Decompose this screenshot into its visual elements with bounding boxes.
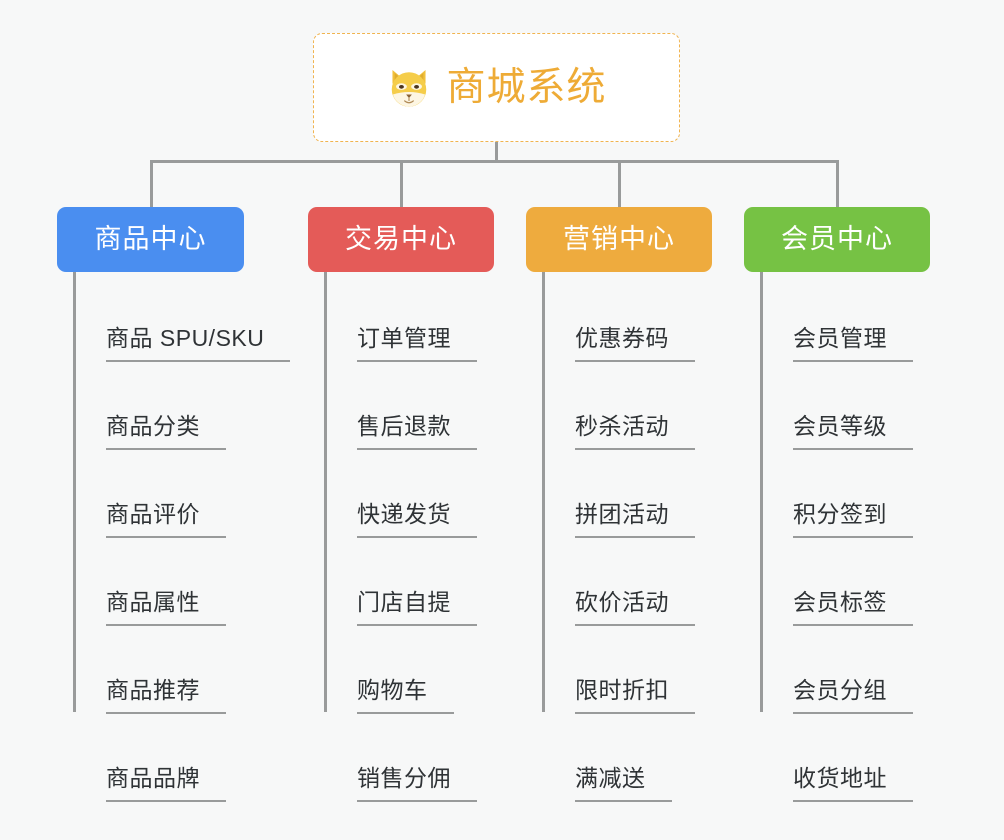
category-header-4[interactable]: 会员中心: [744, 207, 930, 272]
leaf-item-label: 会员标签: [793, 591, 913, 626]
root-node-shop-system[interactable]: 商城系统: [313, 33, 680, 142]
leaf-item-label: 商品分类: [106, 415, 226, 450]
leaf-item[interactable]: 砍价活动: [542, 536, 695, 626]
category-header-1[interactable]: 商品中心: [57, 207, 244, 272]
leaf-item[interactable]: 售后退款: [324, 360, 477, 450]
leaf-item-label: 快递发货: [357, 503, 477, 538]
leaf-item[interactable]: 商品推荐: [73, 624, 226, 714]
leaf-item[interactable]: 秒杀活动: [542, 360, 695, 450]
root-node-label: 商城系统: [446, 66, 607, 109]
leaf-item-label: 销售分佣: [357, 767, 477, 802]
leaf-item[interactable]: 积分签到: [760, 448, 913, 538]
connector-drop-2: [400, 160, 403, 207]
leaf-item[interactable]: 满减送: [542, 712, 672, 802]
category-header-2-label: 交易中心: [345, 224, 457, 254]
shiba-dog-face-icon: [392, 69, 427, 107]
leaf-item-label: 商品 SPU/SKU: [106, 327, 291, 362]
leaf-item-label: 商品品牌: [106, 767, 226, 802]
category-header-4-label: 会员中心: [781, 224, 893, 254]
leaf-item-label: 收货地址: [793, 767, 913, 802]
leaf-item-label: 商品推荐: [106, 679, 226, 714]
leaf-item-label: 商品评价: [106, 503, 226, 538]
leaf-item-label: 砍价活动: [575, 591, 695, 626]
leaf-item[interactable]: 会员标签: [760, 536, 913, 626]
category-header-3-label: 营销中心: [563, 224, 675, 254]
leaf-rail-3: [542, 272, 545, 712]
leaf-item-label: 拼团活动: [575, 503, 695, 538]
leaf-rail-2: [324, 272, 327, 712]
leaf-item[interactable]: 销售分佣: [324, 712, 477, 802]
leaf-item[interactable]: 商品 SPU/SKU: [73, 272, 291, 362]
leaf-item-label: 限时折扣: [575, 679, 695, 714]
leaf-item[interactable]: 商品属性: [73, 536, 226, 626]
leaf-item[interactable]: 快递发货: [324, 448, 477, 538]
leaf-item-label: 会员分组: [793, 679, 913, 714]
leaf-item[interactable]: 商品评价: [73, 448, 226, 538]
connector-drop-4: [836, 160, 839, 207]
leaf-item[interactable]: 限时折扣: [542, 624, 695, 714]
leaf-rail-4: [760, 272, 763, 712]
leaf-item[interactable]: 会员分组: [760, 624, 913, 714]
leaf-item[interactable]: 拼团活动: [542, 448, 695, 538]
leaf-item-label: 满减送: [575, 767, 672, 802]
leaf-item-label: 秒杀活动: [575, 415, 695, 450]
leaf-item[interactable]: 会员等级: [760, 360, 913, 450]
leaf-item[interactable]: 收货地址: [760, 712, 913, 802]
connector-horizontal-bus: [150, 160, 838, 163]
leaf-item[interactable]: 优惠券码: [542, 272, 695, 362]
leaf-item-label: 售后退款: [357, 415, 477, 450]
leaf-item-label: 优惠券码: [575, 327, 695, 362]
leaf-rail-1: [73, 272, 76, 712]
leaf-item-label: 门店自提: [357, 591, 477, 626]
connector-root-stem: [495, 142, 498, 162]
leaf-item-label: 订单管理: [357, 327, 477, 362]
category-header-1-label: 商品中心: [94, 224, 207, 254]
connector-drop-3: [618, 160, 621, 207]
leaf-item[interactable]: 订单管理: [324, 272, 477, 362]
leaf-item[interactable]: 门店自提: [324, 536, 477, 626]
connector-drop-1: [150, 160, 153, 207]
category-header-2[interactable]: 交易中心: [308, 207, 494, 272]
leaf-item[interactable]: 会员管理: [760, 272, 913, 362]
leaf-item[interactable]: 商品分类: [73, 360, 226, 450]
category-header-3[interactable]: 营销中心: [526, 207, 712, 272]
leaf-item-label: 会员等级: [793, 415, 913, 450]
leaf-item-label: 积分签到: [793, 503, 913, 538]
leaf-item-label: 购物车: [357, 679, 454, 714]
leaf-item-label: 商品属性: [106, 591, 226, 626]
leaf-item[interactable]: 商品品牌: [73, 712, 226, 802]
leaf-item[interactable]: 购物车: [324, 624, 454, 714]
leaf-item-label: 会员管理: [793, 327, 913, 362]
